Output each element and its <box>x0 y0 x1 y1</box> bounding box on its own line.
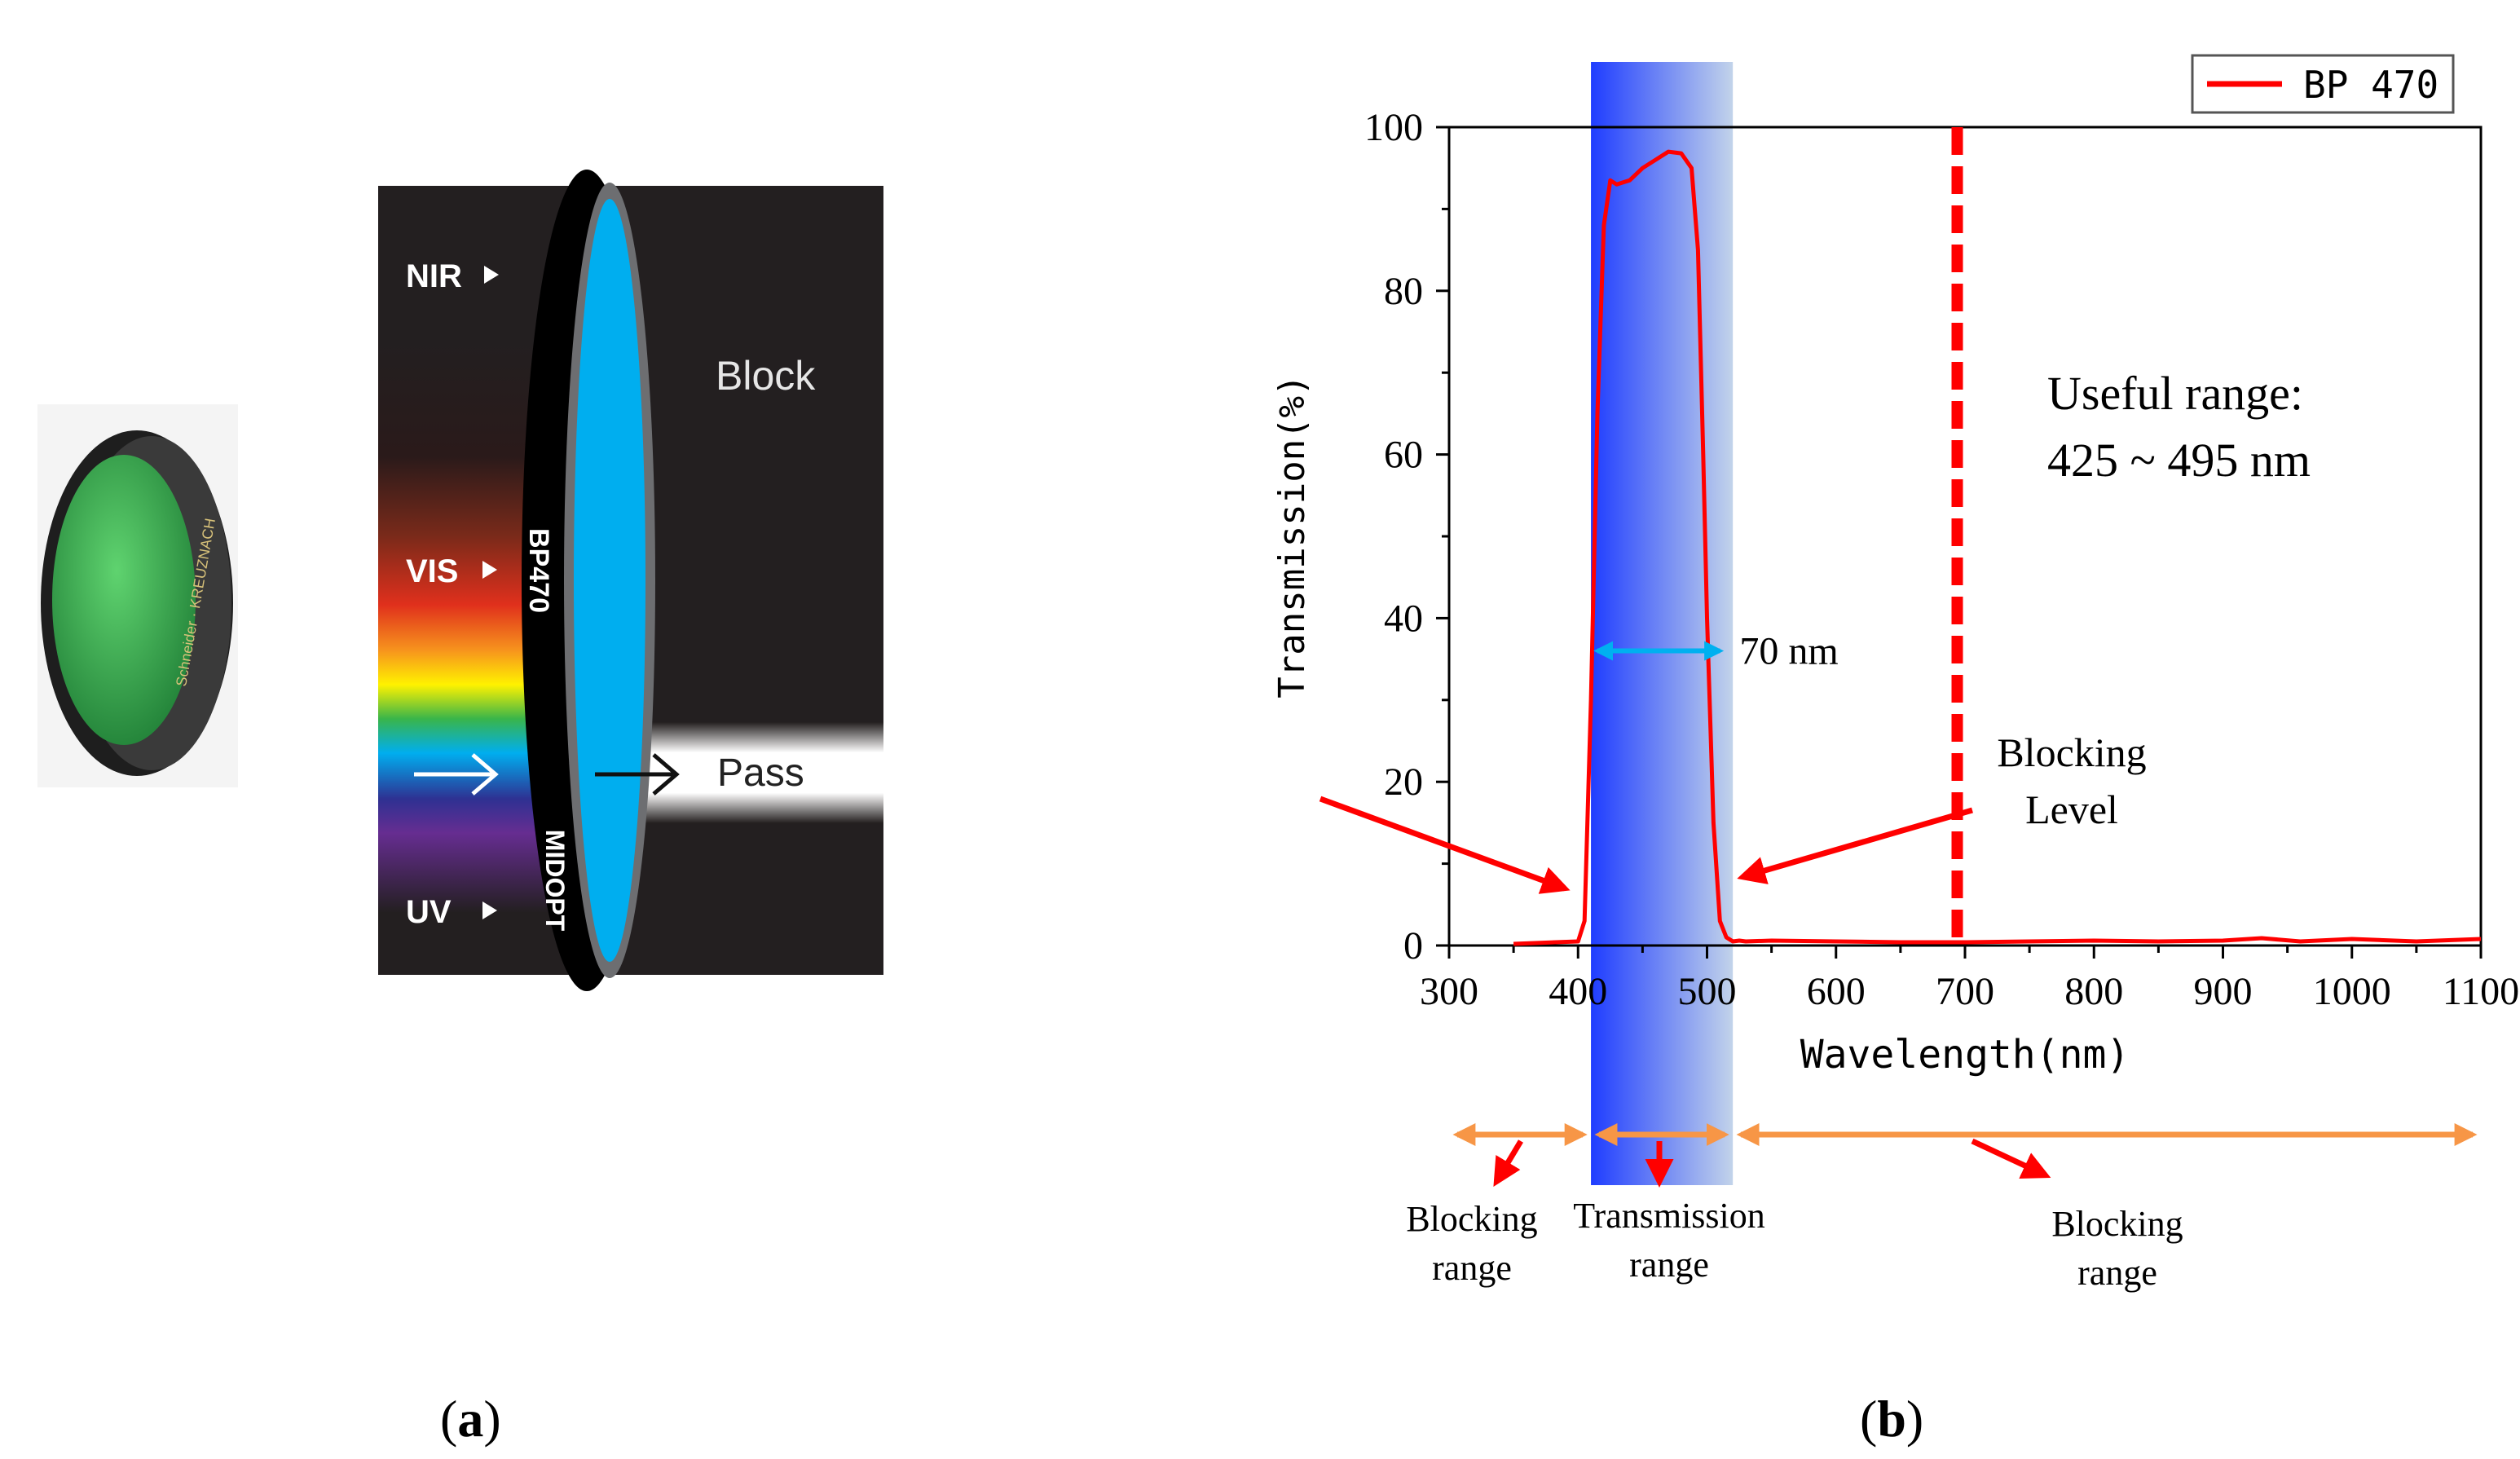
x-axis-label: Wavelength(nm) <box>1800 1032 2130 1078</box>
vis-arrow-icon <box>482 561 497 579</box>
svg-text:(a): (a) <box>440 1390 501 1448</box>
x-tick-label: 300 <box>1420 970 1478 1013</box>
range-pointer-arrow <box>1971 1138 2051 1179</box>
legend: BP 470 <box>2191 54 2455 114</box>
caption-b: (b) <box>1860 1390 1923 1448</box>
x-tick-label: 700 <box>1936 970 1994 1013</box>
x-tick-label: 400 <box>1549 970 1607 1013</box>
y-tick-label: 20 <box>1384 760 1423 804</box>
range-label-middle-line2: range <box>1629 1245 1709 1285</box>
range-label-right-line1: Blocking <box>2051 1204 2183 1244</box>
range-label-left-line1: Blocking <box>1406 1199 1537 1239</box>
blocking-level-line2: Level <box>2025 787 2118 832</box>
filter-ring-text: BP470 <box>523 528 554 613</box>
vis-label: VIS <box>406 553 458 589</box>
uv-label: UV <box>406 894 452 930</box>
y-tick-label: 100 <box>1364 106 1423 149</box>
range-label-right-line2: range <box>2077 1253 2157 1293</box>
x-tick-labels: 300 400 500 600 700 800 900 1000 1100 <box>1420 970 2519 1013</box>
brand-text: MIDOPT <box>540 830 570 932</box>
y-tick-label: 60 <box>1384 434 1423 477</box>
svg-text:(b): (b) <box>1860 1390 1923 1448</box>
small-filter-photo: Schneider · KREUZNACH <box>37 404 238 787</box>
bandwidth-label: 70 nm <box>1739 630 1838 673</box>
blocking-level-line1: Blocking <box>1997 730 2146 775</box>
y-tick-labels: 0 20 40 60 80 100 <box>1364 106 1423 968</box>
y-tick-label: 80 <box>1384 270 1423 313</box>
x-tick-label: 500 <box>1678 970 1737 1013</box>
nir-label: NIR <box>406 258 462 294</box>
small-filter-glass <box>52 455 196 745</box>
range-label-middle-line1: Transmission <box>1573 1196 1765 1236</box>
x-tick-label: 1100 <box>2443 970 2519 1013</box>
uv-arrow-icon <box>482 901 497 919</box>
filter-glass <box>574 199 645 962</box>
incoming-arrow-icon <box>414 753 499 796</box>
caption-a: (a) <box>440 1390 501 1448</box>
filter-diagram: NIR VIS UV BP470 MIDOPT Pass Block <box>378 170 883 991</box>
x-tick-label: 600 <box>1807 970 1866 1013</box>
legend-label: BP 470 <box>2303 63 2438 107</box>
x-tick-label: 900 <box>2194 970 2253 1013</box>
nir-arrow-icon <box>484 266 499 284</box>
range-pointer-arrow <box>1493 1139 1524 1188</box>
panel-a: Schneider · KREUZNACH NIR VIS UV BP470 M… <box>37 170 883 1448</box>
x-tick-label: 800 <box>2064 970 2123 1013</box>
range-arrows <box>1452 1123 2478 1188</box>
x-tick-label: 1000 <box>2313 970 2391 1013</box>
caption-b-letter: b <box>1877 1390 1906 1448</box>
y-axis-label: Transmission(%) <box>1271 374 1313 698</box>
chart-axes <box>1436 126 2483 959</box>
blocking-arrow-right <box>1737 807 1973 884</box>
range-label-left-line2: range <box>1432 1248 1512 1288</box>
block-label: Block <box>716 353 816 399</box>
useful-range-line2: 425 ~ 495 nm <box>2047 434 2311 487</box>
y-tick-label: 40 <box>1384 597 1423 640</box>
caption-a-letter: a <box>457 1390 483 1448</box>
useful-range-line1: Useful range: <box>2047 367 2303 420</box>
panel-b: 300 400 500 600 700 800 900 1000 1100 0 20 40 60 80 1… <box>1271 54 2519 1448</box>
pass-label: Pass <box>717 752 804 795</box>
y-tick-label: 0 <box>1403 924 1423 968</box>
blocking-arrow-left <box>1319 796 1571 894</box>
pass-arrow-icon <box>595 753 680 796</box>
series-line-bp470 <box>1513 149 2482 946</box>
transmission-band <box>1591 62 1734 1185</box>
